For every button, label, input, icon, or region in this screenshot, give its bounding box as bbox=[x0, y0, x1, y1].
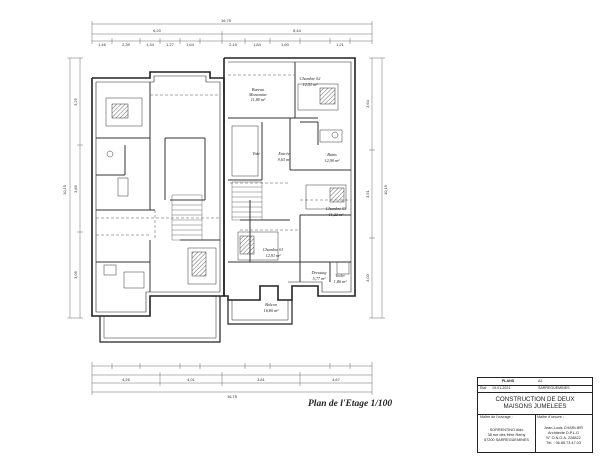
room-bureau: Bureau Mezzanine 11,80 m² bbox=[248, 87, 267, 103]
dim-right-seg-3: 3,03 bbox=[365, 273, 370, 282]
dim-top-seg-8: 1,60 bbox=[281, 42, 290, 47]
title-block-format: A3 bbox=[538, 379, 543, 383]
title-block-phase-label: Etat bbox=[480, 386, 487, 390]
title-block-town: SARREGUEMINES bbox=[538, 386, 570, 390]
room-bureau-area: 11,80 m² bbox=[251, 97, 266, 103]
title-block-row-phase: Etat 19-01-2021 SARREGUEMINES bbox=[478, 385, 592, 393]
dim-overall-left: 10,15 bbox=[62, 184, 67, 195]
title-block-project-line2: MAISONS JUMELEES bbox=[503, 403, 567, 410]
room-chambre02: Chambre 02 12,51 m² bbox=[300, 76, 321, 88]
top-dimension-lines bbox=[91, 21, 373, 44]
dim-top-seg-9: 1,21 bbox=[336, 42, 345, 47]
dim-bottom-seg-1: 4,26 bbox=[122, 377, 131, 382]
title-block-phase-value: 19-01-2021 bbox=[492, 386, 511, 390]
dim-top-right: 8,44 bbox=[293, 28, 302, 33]
dim-top-seg-3: 1,34 bbox=[146, 42, 155, 47]
title-block-owner: Maître de l'ouvrage : SORRENTINO Aldo 38… bbox=[478, 414, 536, 452]
right-dimension-lines bbox=[369, 57, 385, 319]
room-balcon-area: 16,80 m² bbox=[264, 308, 279, 314]
room-chambre03: Chambre 03 11,22 m² bbox=[326, 206, 347, 218]
stairs bbox=[171, 181, 263, 241]
title-block-owner-line1: SORRENTINO Aldo bbox=[489, 428, 524, 432]
dim-top-seg-6: 2,15 bbox=[229, 42, 238, 47]
room-toilet: Toilet 1,86 m² bbox=[334, 273, 347, 285]
room-vide: Vide bbox=[252, 151, 260, 156]
title-block-architect-line4: Tél. : 06.85.73.47.03 bbox=[546, 441, 581, 445]
room-bureau-name: Bureau bbox=[252, 87, 264, 92]
room-toilet-area: 1,86 m² bbox=[334, 279, 347, 285]
dim-overall-right: 10,15 bbox=[383, 184, 388, 195]
dim-top-seg-1: 1,46 bbox=[98, 42, 107, 47]
dim-left-seg-2: 3,85 bbox=[73, 184, 78, 193]
room-bureau-subname: Mezzanine bbox=[248, 92, 267, 97]
title-block-architect-line2: Architecte D.P.L.G bbox=[548, 431, 579, 435]
furniture bbox=[103, 83, 350, 289]
room-chambre02-name: Chambre 02 bbox=[300, 76, 321, 81]
dim-right-seg-1: 3,64 bbox=[365, 99, 370, 108]
title-block-project-line1: CONSTRUCTION DE DEUX bbox=[495, 396, 575, 403]
room-chambre03-name: Chambre 03 bbox=[326, 206, 347, 211]
room-chambre01: Chambre 01 12,91 m² bbox=[263, 247, 284, 259]
room-bains: Bains 12,90 m² bbox=[325, 152, 340, 164]
dim-right-seg-2: 3,51 bbox=[365, 189, 370, 198]
dim-overall-top: 16,75 bbox=[221, 18, 232, 23]
room-balcon-name: Balcon bbox=[265, 302, 277, 307]
dim-top-seg-4: 1,27 bbox=[166, 42, 175, 47]
title-block-architect: Maître d'oeuvre : Jean-Louis CHARLIER Ar… bbox=[535, 414, 592, 452]
room-balcon: Balcon 16,80 m² bbox=[264, 302, 279, 314]
title-block-architect-line3: N° O.N.O.A. 228822 bbox=[546, 436, 581, 440]
dim-left-seg-1: 3,25 bbox=[73, 97, 78, 106]
room-bains-area: 12,90 m² bbox=[325, 158, 340, 164]
dim-left-seg-3: 3,05 bbox=[73, 270, 78, 279]
room-entree: Entrée 9,63 m² bbox=[277, 151, 291, 163]
room-dressing: Dressing 5,77 m² bbox=[311, 270, 327, 282]
dim-top-left: 6,20 bbox=[153, 28, 162, 33]
exterior-walls bbox=[91, 57, 356, 343]
room-entree-name: Entrée bbox=[277, 151, 289, 156]
title-block-architect-line1: Jean-Louis CHARLIER bbox=[544, 426, 583, 430]
room-bains-name: Bains bbox=[327, 152, 337, 157]
dim-bottom-seg-2: 4,01 bbox=[187, 377, 196, 382]
plan-title: Plan de l'Etage 1/100 bbox=[308, 399, 393, 409]
title-block-owner-line2: 38 rue des frère Remy bbox=[487, 433, 526, 437]
dim-bottom-seg-3: 3,81 bbox=[257, 377, 266, 382]
title-block-row-project: CONSTRUCTION DE DEUX MAISONS JUMELEES bbox=[478, 392, 592, 415]
dim-top-seg-5: 1,64 bbox=[186, 42, 195, 47]
left-dimension-lines bbox=[67, 57, 83, 319]
room-toilet-name: Toilet bbox=[335, 273, 345, 278]
title-block-type-label: PLANS bbox=[501, 379, 515, 383]
title-block-owner-label: Maître de l'ouvrage : bbox=[480, 415, 513, 419]
title-block-owner-line3: 57200 SARREGUEMINES bbox=[484, 438, 529, 442]
title-block-row-type: PLANS A3 bbox=[478, 378, 592, 386]
room-entree-area: 9,63 m² bbox=[278, 157, 291, 163]
title-block: PLANS A3 Etat 19-01-2021 SARREGUEMINES C… bbox=[477, 377, 593, 453]
bottom-dimension-lines bbox=[91, 362, 373, 395]
room-vide-name: Vide bbox=[252, 151, 260, 156]
title-block-architect-label: Maître d'oeuvre : bbox=[537, 415, 564, 419]
room-chambre02-area: 12,51 m² bbox=[303, 82, 318, 88]
room-chambre03-area: 11,22 m² bbox=[329, 212, 344, 218]
dim-overall-bottom: 16,75 bbox=[227, 394, 238, 399]
room-chambre01-area: 12,91 m² bbox=[266, 253, 281, 259]
dim-bottom-seg-4: 4,67 bbox=[332, 377, 341, 382]
room-dressing-area: 5,77 m² bbox=[313, 276, 326, 282]
room-dressing-name: Dressing bbox=[311, 270, 327, 275]
dim-top-seg-7: 1,84 bbox=[253, 42, 262, 47]
room-chambre01-name: Chambre 01 bbox=[263, 247, 284, 252]
dim-top-seg-2: 2,39 bbox=[122, 42, 131, 47]
